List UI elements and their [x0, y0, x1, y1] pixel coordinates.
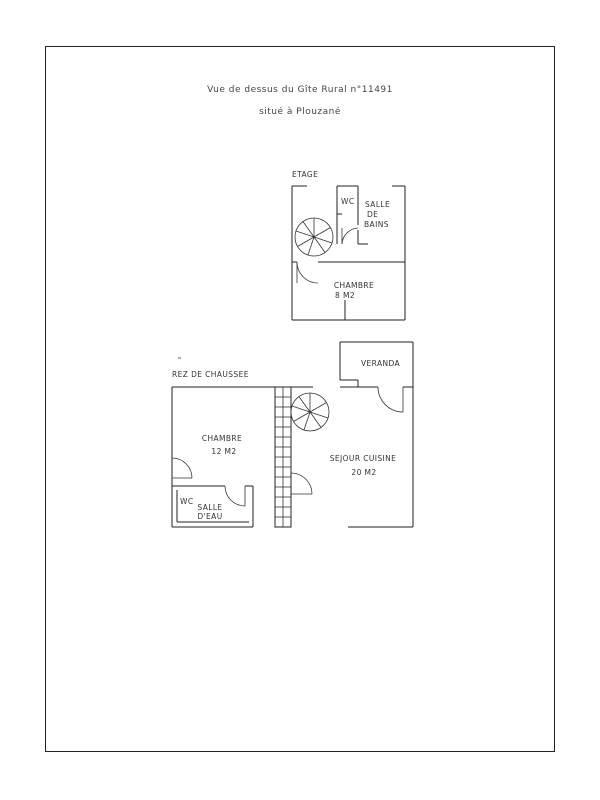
upper-floor-label: ETAGE: [292, 170, 318, 179]
veranda-label: VERANDA: [361, 359, 401, 368]
living-room-label: SEJOUR CUISINE: [330, 454, 397, 463]
upper-wc-label: WC: [341, 197, 354, 206]
bathroom-label-line3: BAINS: [364, 220, 389, 229]
ground-bedroom-area: 12 M2: [211, 447, 236, 456]
upper-bedroom-label: CHAMBRE: [334, 281, 374, 290]
ground-floor: REZ DE CHAUSSEE VERANDA: [171, 341, 414, 528]
bathroom-label-line2: DE: [367, 210, 378, 219]
upper-floor: ETAGE WC: [291, 170, 406, 321]
ground-wc-label: WC: [180, 497, 193, 506]
upper-bedroom-area: 8 M2: [335, 291, 355, 300]
shower-room-label-line2: D'EAU: [197, 512, 222, 521]
living-room-area: 20 M2: [351, 468, 376, 477]
brick-partition-wall: [274, 386, 292, 528]
ground-spiral-staircase: [290, 392, 330, 432]
page-border: [45, 46, 555, 752]
plan-title: Vue de dessus du Gîte Rural n°11491: [207, 85, 393, 95]
ground-bedroom-label: CHAMBRE: [202, 434, 242, 443]
shower-room-label-line1: SALLE: [197, 503, 222, 512]
ground-floor-label: REZ DE CHAUSSEE: [172, 370, 249, 379]
bathroom-label-line1: SALLE: [365, 200, 390, 209]
plan-subtitle: situé à Plouzané: [259, 106, 341, 117]
upper-spiral-staircase: [294, 217, 334, 257]
